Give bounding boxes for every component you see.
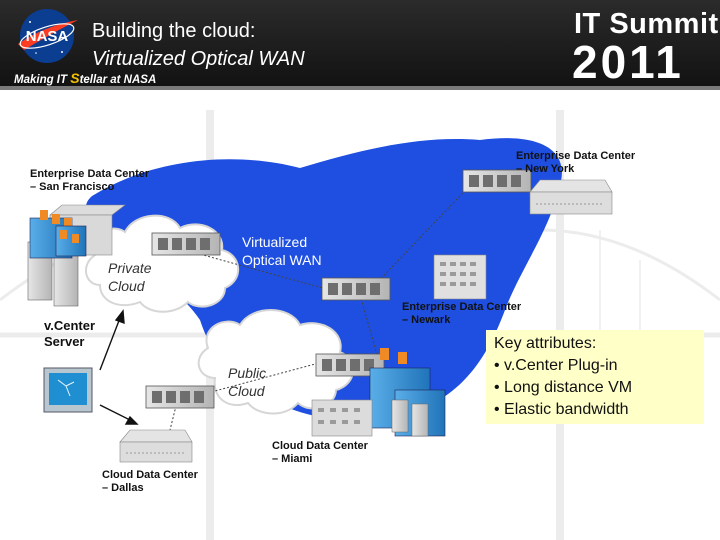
- optical-switch-sf: [151, 232, 221, 256]
- slide-title-line-2: Virtualized Optical WAN: [92, 48, 305, 70]
- list-item: Long distance VM: [494, 377, 696, 399]
- label-optical-wan: Virtualized Optical WAN: [242, 234, 322, 268]
- key-attributes-title: Key attributes:: [494, 335, 597, 352]
- vcenter-arrows: [99, 309, 139, 425]
- building-dallas: [119, 429, 193, 463]
- connection-lines: [169, 174, 481, 431]
- building-newark: [433, 254, 487, 300]
- slide-header: NASA Building the cloud: Virtualized Opt…: [0, 0, 720, 90]
- optical-switch-miami: [315, 353, 385, 377]
- building-miami: [311, 399, 373, 437]
- nasa-tagline: Making IT Stellar at NASA: [14, 70, 157, 86]
- optical-switch-dallas: [145, 385, 215, 409]
- server-rack-miami: [369, 348, 446, 437]
- label-sf-data-center: Enterprise Data Center – San Francisco: [30, 168, 150, 193]
- label-dallas-data-center: Cloud Data Center – Dallas: [102, 469, 198, 494]
- label-public-cloud: Public Cloud: [228, 365, 267, 399]
- slide-title-line-1: Building the cloud:: [92, 20, 256, 42]
- optical-switch-newark: [321, 277, 391, 301]
- list-item: Elastic bandwidth: [494, 399, 696, 421]
- server-rack-sf: [27, 204, 126, 307]
- vcenter-monitor-icon: [43, 367, 93, 413]
- key-attributes-list: v.Center Plug-in Long distance VM Elasti…: [494, 355, 696, 421]
- nasa-logo-icon: NASA: [18, 9, 78, 63]
- key-attributes-box: Key attributes: v.Center Plug-in Long di…: [486, 330, 704, 424]
- it-summit-title: IT Summit: [574, 8, 719, 40]
- network-diagram: [0, 110, 720, 540]
- label-vcenter-server: v.Center Server: [44, 318, 96, 349]
- list-item: v.Center Plug-in: [494, 355, 696, 377]
- it-summit-year: 2011: [572, 36, 684, 88]
- label-newark-data-center: Enterprise Data Center – Newark: [402, 301, 522, 326]
- building-ny: [529, 179, 613, 215]
- wan-label-box: [235, 228, 358, 272]
- optical-switch-ny: [462, 169, 532, 193]
- public-cloud-shape: [197, 309, 355, 415]
- header-divider: [0, 86, 720, 90]
- label-miami-data-center: Cloud Data Center – Miami: [272, 440, 368, 465]
- label-ny-data-center: Enterprise Data Center – New York: [516, 150, 636, 175]
- label-private-cloud: Private Cloud: [108, 260, 152, 294]
- svg-text:NASA: NASA: [26, 28, 69, 45]
